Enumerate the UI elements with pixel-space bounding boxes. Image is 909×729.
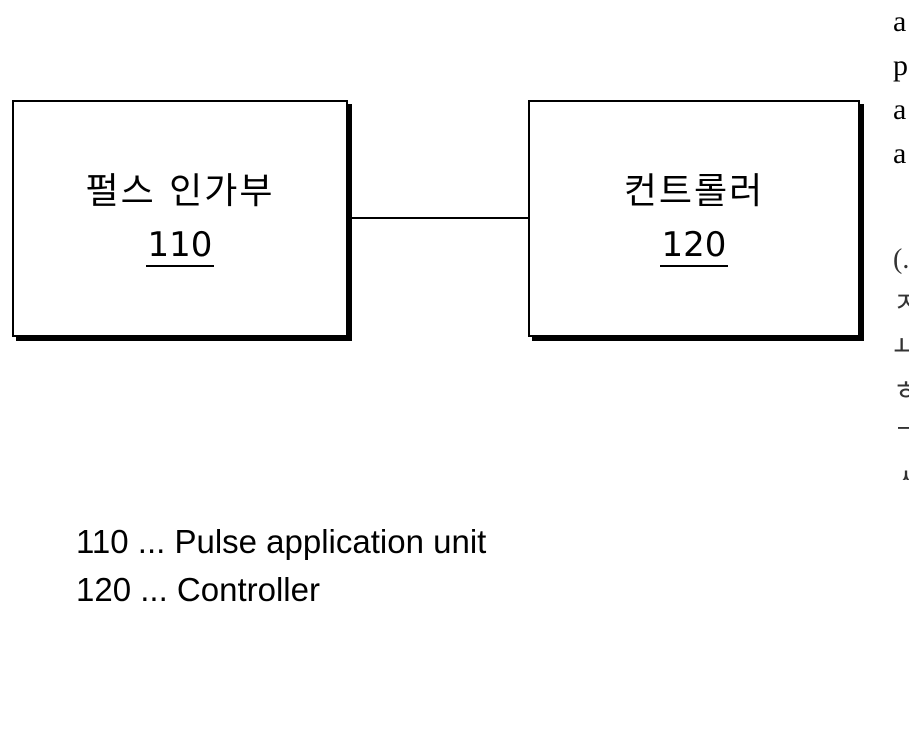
- clipped-line: (.: [893, 238, 909, 282]
- connection-line: [348, 217, 528, 219]
- clipped-line: ㅛ: [893, 326, 909, 370]
- clipped-line: ㄱ: [893, 414, 909, 458]
- clipped-line: ㅈ: [893, 282, 909, 326]
- clipped-line: ㅅ: [893, 458, 909, 480]
- clipped-line: ㅎ: [893, 370, 909, 414]
- clipped-line: p: [893, 44, 909, 88]
- clipped-side-text: a p a a (. ㅈ ㅛ ㅎ ㄱ ㅅ: [893, 0, 909, 480]
- block-reference-number: 110: [14, 226, 346, 264]
- clipped-line: a: [893, 0, 909, 44]
- legend-item-110: 110 ... Pulse application unit: [76, 522, 486, 562]
- clipped-line: a: [893, 132, 909, 176]
- clipped-line: a: [893, 88, 909, 132]
- block-label: 컨트롤러: [530, 172, 858, 212]
- block-reference-number: 120: [530, 226, 858, 264]
- pulse-application-unit-block: 펄스 인가부 110: [12, 100, 348, 337]
- block-label: 펄스 인가부: [14, 172, 346, 212]
- controller-block: 컨트롤러 120: [528, 100, 860, 337]
- legend-item-120: 120 ... Controller: [76, 570, 320, 610]
